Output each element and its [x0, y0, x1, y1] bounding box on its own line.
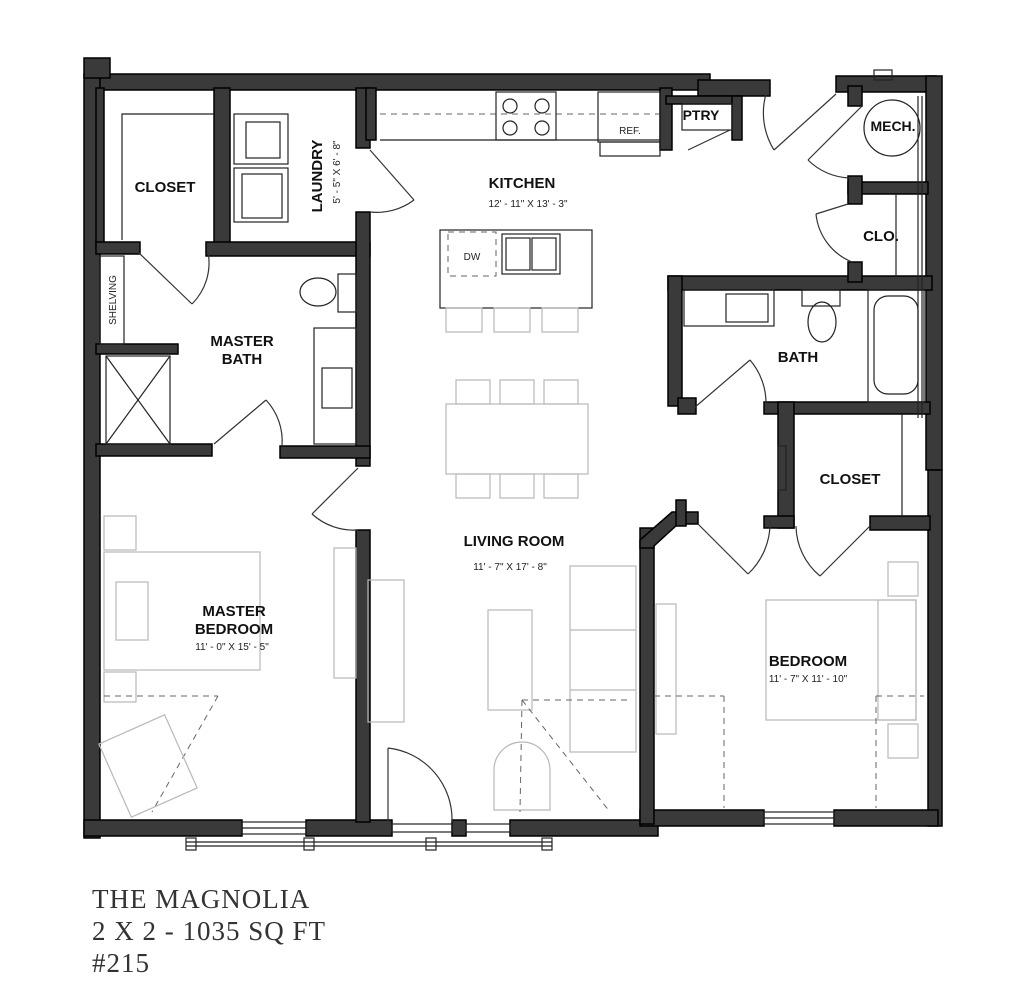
- plan-spec: 2 X 2 - 1035 SQ FT: [92, 916, 327, 946]
- bath-fixtures: [683, 289, 925, 403]
- room-dims-living: 11' - 7" X 17' - 8": [473, 562, 547, 573]
- room-label-master-bedroom-2: BEDROOM: [195, 621, 273, 638]
- room-label-closet-small: CLO.: [863, 228, 899, 245]
- master-bath-fixtures: [105, 273, 357, 445]
- room-dims-master-bedroom: 11' - 0" X 15' - 5": [195, 642, 269, 653]
- room-label-bath: BATH: [778, 349, 819, 366]
- room-label-shelving: SHELVING: [108, 275, 119, 325]
- furniture: [98, 379, 924, 818]
- room-dims-bedroom: 11' - 7" X 11' - 10": [769, 674, 848, 685]
- doors: [137, 93, 871, 823]
- room-label-bedroom: BEDROOM: [769, 653, 847, 670]
- room-label-kitchen: KITCHEN: [489, 175, 556, 192]
- fixture-label-dishwasher: DW: [464, 252, 481, 263]
- fixture-label-refrigerator: REF.: [619, 126, 641, 137]
- room-label-pantry: PTRY: [683, 107, 720, 123]
- room-label-mech: MECH.: [870, 118, 915, 134]
- room-label-closet-master: CLOSET: [135, 179, 196, 196]
- room-dims-laundry: 5' - 5" X 6' - 8": [332, 140, 343, 204]
- interior-walls: [95, 85, 933, 825]
- laundry-fixtures: [233, 113, 289, 223]
- kitchen-fixtures: [380, 91, 733, 333]
- room-dims-kitchen: 12' - 11" X 13' - 3": [488, 199, 568, 210]
- room-label-master-bedroom-1: MASTER: [202, 603, 266, 620]
- room-label-closet-bedroom: CLOSET: [820, 471, 881, 488]
- room-labels: KITCHEN 12' - 11" X 13' - 3" LIVING ROOM…: [108, 107, 916, 685]
- room-label-master-bath-1: MASTER: [210, 333, 274, 350]
- room-label-master-bath-2: BATH: [222, 351, 263, 368]
- exterior-walls: [83, 57, 943, 839]
- room-label-laundry: LAUNDRY: [309, 140, 326, 213]
- plan-name: THE MAGNOLIA: [92, 884, 311, 914]
- closet-details: [99, 113, 903, 516]
- room-label-living: LIVING ROOM: [464, 533, 565, 550]
- mech-fixtures: [863, 69, 921, 157]
- unit-number: #215: [92, 948, 150, 978]
